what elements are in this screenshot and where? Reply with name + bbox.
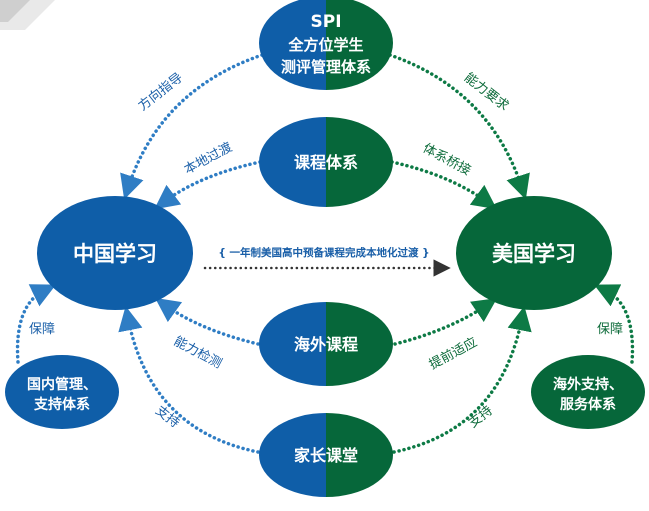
overseas-label: 海外课程 xyxy=(294,335,358,354)
node-usa: 美国学习 xyxy=(456,196,612,310)
spi-title: SPI xyxy=(310,12,341,32)
node-abroad: 海外支持、 服务体系 xyxy=(531,355,645,429)
label-guarantee-right: 保障 xyxy=(597,322,623,337)
label-direction: 方向指导 xyxy=(135,70,186,115)
abroad-line2: 服务体系 xyxy=(560,396,616,413)
usa-label: 美国学习 xyxy=(492,242,576,266)
arrow-parents-to-usa xyxy=(392,305,532,454)
label-ability-req: 能力要求 xyxy=(461,70,511,114)
arrows xyxy=(15,53,635,454)
node-spi: SPI 全方位学生 测评管理体系 xyxy=(259,0,393,90)
label-support-left: 支持 xyxy=(152,403,182,431)
domestic-line1: 国内管理、 xyxy=(27,376,97,393)
node-china: 中国学习 xyxy=(37,196,193,310)
label-guarantee-left: 保障 xyxy=(29,322,55,337)
arrow-spi-to-china xyxy=(120,53,264,200)
arrow-spi-to-usa xyxy=(388,53,530,200)
label-ability-test: 能力检测 xyxy=(171,334,224,372)
curriculum-label: 课程体系 xyxy=(294,153,358,172)
domestic-line2: 支持体系 xyxy=(33,396,90,413)
abroad-line1: 海外支持、 xyxy=(553,376,623,393)
spi-line2: 全方位学生 xyxy=(287,36,363,54)
parents-label: 家长课堂 xyxy=(294,446,358,465)
label-support-right: 支持 xyxy=(466,403,496,431)
spi-line3: 测评管理体系 xyxy=(281,58,371,76)
arrow-parents-to-china xyxy=(118,305,260,454)
arrow-curriculum-to-usa xyxy=(390,160,497,210)
arrow-overseas-to-china xyxy=(155,297,260,346)
arrow-abroad-to-usa xyxy=(593,284,635,364)
arrow-domestic-to-china xyxy=(15,284,57,364)
arrow-overseas-to-usa xyxy=(393,298,498,346)
corner-decoration xyxy=(0,0,55,30)
label-early-adapt: 提前适应 xyxy=(426,334,479,373)
china-label: 中国学习 xyxy=(73,242,157,266)
node-overseas: 海外课程 xyxy=(259,302,393,386)
node-domestic: 国内管理、 支持体系 xyxy=(5,355,119,429)
node-parents: 家长课堂 xyxy=(259,413,393,497)
label-system-bridge: 体系桥接 xyxy=(420,140,473,179)
node-curriculum: 课程体系 xyxy=(259,117,393,207)
label-center-note: { 一年制美国高中预备课程完成本地化过渡 } xyxy=(218,246,429,259)
arrow-curriculum-to-china xyxy=(154,160,262,210)
